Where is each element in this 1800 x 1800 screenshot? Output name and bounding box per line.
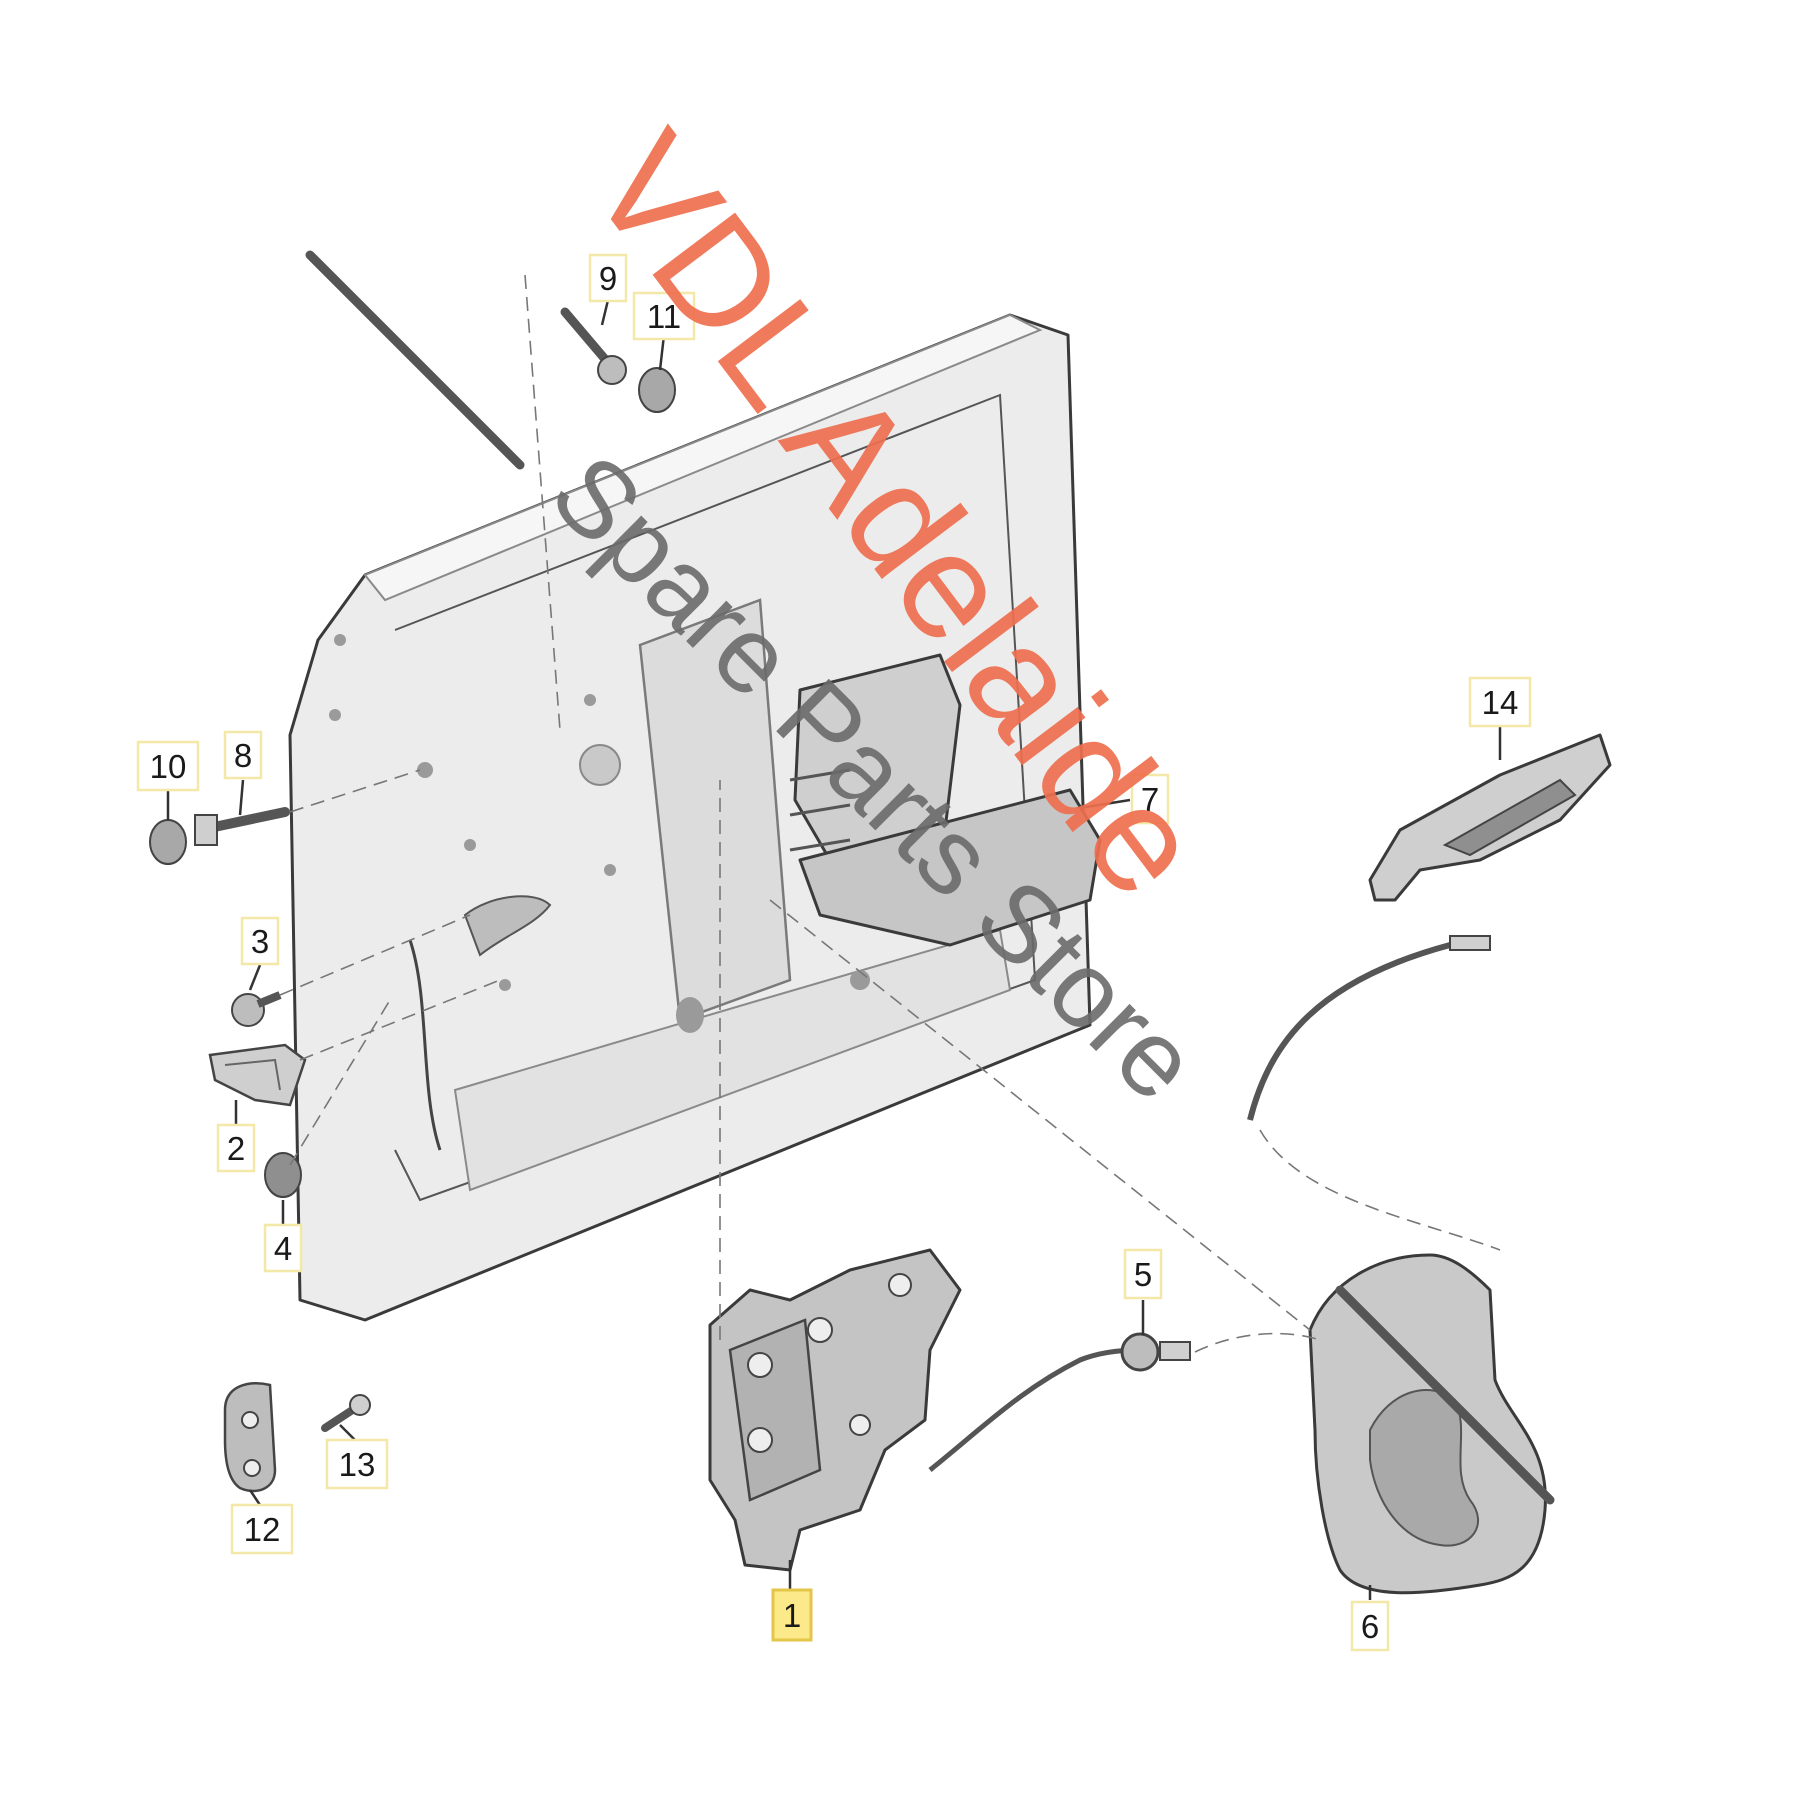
part-3-screw — [231, 991, 282, 1027]
callout-13[interactable]: 13 — [325, 1438, 389, 1490]
part-5-cable-end — [1120, 1332, 1160, 1372]
callout-8-label: 8 — [234, 737, 252, 774]
door-panel-cutout — [638, 598, 792, 1022]
part-14-handle-body — [1368, 733, 1612, 902]
part-9-bolt — [560, 307, 627, 385]
watermark-strike-lines — [305, 250, 1555, 1505]
part-1-door-lock — [708, 1248, 962, 1572]
part-10-cap — [149, 819, 187, 865]
door-panel-top-rail — [363, 313, 1043, 602]
callout-2-label: 2 — [227, 1130, 245, 1167]
part-7-bracket — [789, 653, 1102, 947]
callout-14-label: 14 — [1482, 684, 1519, 721]
callout-leader-lines — [166, 299, 1502, 1600]
callout-12[interactable]: 12 — [230, 1503, 294, 1555]
callout-12-label: 12 — [244, 1511, 281, 1548]
part-8-bolt — [194, 807, 290, 846]
callout-7[interactable]: 7 — [1130, 773, 1170, 825]
part-5-cable-clip — [1159, 1341, 1191, 1361]
door-panel-fold-line — [408, 939, 442, 1151]
door-inner-panel — [288, 313, 1092, 1322]
part-14-cable — [1247, 942, 1451, 1121]
callout-3[interactable]: 3 — [240, 916, 280, 966]
callout-5[interactable]: 5 — [1123, 1248, 1163, 1300]
part-4-grommet — [264, 1152, 302, 1198]
door-panel-inner-contour — [394, 393, 1037, 1202]
callout-2[interactable]: 2 — [216, 1123, 256, 1173]
part-5-cable — [928, 1332, 1191, 1472]
part-1-lock-bolts — [747, 1273, 912, 1453]
callout-labels: 1 2 3 4 5 6 7 8 — [136, 253, 1532, 1652]
callout-1-label: 1 — [783, 1597, 801, 1634]
part-7-lower-tray — [798, 788, 1102, 947]
callout-5-label: 5 — [1134, 1256, 1152, 1293]
callout-6[interactable]: 6 — [1350, 1600, 1390, 1652]
part-13-screw — [321, 1394, 371, 1432]
callout-6-label: 6 — [1361, 1608, 1379, 1645]
callout-9-label: 9 — [599, 260, 617, 297]
part-14-inner-handle — [1247, 733, 1612, 1121]
callout-11[interactable]: 11 — [632, 291, 696, 341]
part-2-clip — [208, 1043, 307, 1107]
assembly-dashed-lines — [279, 274, 1501, 1353]
callout-11-label: 11 — [647, 298, 681, 335]
callout-4[interactable]: 4 — [263, 1223, 303, 1273]
door-panel-lower-recess — [453, 928, 1012, 1192]
callout-8[interactable]: 8 — [223, 730, 263, 780]
callout-3-label: 3 — [251, 923, 269, 960]
callout-9[interactable]: 9 — [588, 253, 628, 303]
part-6-sealing-foil — [1308, 1253, 1547, 1595]
callout-4-label: 4 — [274, 1230, 292, 1267]
callout-10[interactable]: 10 — [136, 740, 200, 792]
part-11-cap — [638, 367, 676, 413]
part-12-striker — [223, 1382, 277, 1493]
callout-14[interactable]: 14 — [1468, 676, 1532, 728]
door-panel-tab — [463, 895, 552, 957]
part-14-cable-end — [1449, 935, 1491, 951]
part-6-foil-inner — [1369, 1389, 1480, 1547]
callout-13-label: 13 — [339, 1446, 376, 1483]
callout-7-label: 7 — [1141, 781, 1159, 818]
part-14-handle-grip — [1442, 778, 1577, 857]
callout-1[interactable]: 1 — [771, 1588, 813, 1642]
callout-10-label: 10 — [150, 748, 187, 785]
part-7-ribs — [789, 768, 851, 852]
